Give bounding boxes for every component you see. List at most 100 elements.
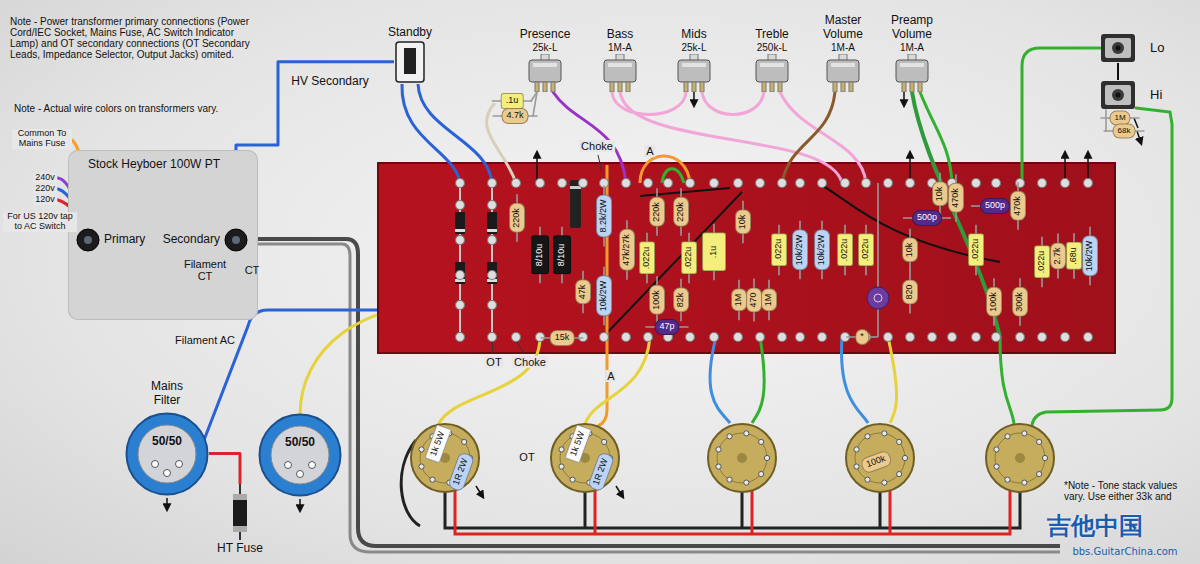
turret	[456, 236, 465, 245]
socket-center	[1015, 453, 1025, 463]
ht-fuse: HT Fuse	[215, 484, 265, 556]
component-lead	[561, 227, 563, 284]
socket-wires-part	[438, 337, 540, 425]
ground-arrows	[167, 92, 1140, 507]
tube-socket	[551, 424, 619, 492]
turret	[536, 333, 545, 342]
component-lead	[680, 188, 682, 236]
pot-shaft	[908, 54, 916, 61]
component-lead	[903, 217, 951, 219]
capacitor-top	[271, 426, 329, 484]
turret-board-part	[455, 229, 465, 232]
jack-hole	[1112, 89, 1124, 101]
turret	[884, 333, 893, 342]
wire-connector	[209, 454, 240, 484]
turret	[992, 179, 1001, 188]
resistor-value: 100k	[859, 449, 892, 474]
jack-core	[1116, 93, 1121, 98]
capacitor-can: 50/50	[258, 413, 342, 497]
turret	[796, 333, 805, 342]
socket-wires-part	[710, 337, 730, 423]
turret-board-part	[487, 262, 497, 284]
filament-cables-part	[204, 310, 378, 440]
capacitor-top	[138, 425, 196, 483]
pot-body	[674, 54, 714, 92]
ground-arrows-part	[476, 486, 481, 494]
pot-value: 1M-A	[900, 42, 924, 54]
ground-arrows-part	[1134, 118, 1138, 128]
socket-center	[440, 453, 450, 463]
component-lead	[799, 221, 801, 280]
tube-socket	[411, 424, 479, 492]
socket-pin	[727, 477, 732, 482]
pot-name: Preamp Volume	[881, 14, 943, 42]
socket-body	[411, 424, 479, 492]
capacitor-circle	[258, 413, 342, 497]
component-lead	[656, 276, 658, 324]
socket-pin	[897, 471, 902, 476]
pot-shaft	[839, 54, 847, 61]
turret	[756, 333, 765, 342]
input-jack: Lo	[1100, 33, 1164, 63]
capacitor-value: .022u	[1034, 246, 1050, 279]
component-lead	[768, 280, 770, 321]
filter-capacitor: Mains Filter50/50	[125, 380, 209, 496]
capacitor-terminal	[176, 460, 183, 467]
filament-ct-lead	[229, 253, 243, 301]
mica-cap-value: 47p	[654, 319, 679, 335]
component-lead	[844, 225, 846, 276]
pot-name: Master Volume	[812, 14, 874, 42]
component-lead	[738, 280, 740, 321]
terminal-label: Secondary	[163, 233, 220, 247]
turret	[456, 201, 465, 210]
mica-cap-value: 500p	[912, 210, 942, 226]
socket-pin	[854, 464, 859, 469]
socket-body	[846, 424, 914, 492]
turret-board-part	[378, 163, 1115, 353]
component-lead	[1104, 130, 1145, 132]
tube-sockets	[411, 424, 1054, 492]
turret	[579, 333, 588, 342]
socket-pin	[994, 447, 999, 452]
capacitor-value: 50/50	[125, 435, 209, 449]
jack-case	[1101, 34, 1135, 62]
resistor-value: 470k	[948, 183, 964, 213]
a-wires-part	[598, 165, 607, 426]
component-lead	[541, 337, 584, 339]
pot-wires-part	[780, 92, 866, 183]
fuse-label: HT Fuse	[217, 542, 263, 556]
socket-pin	[447, 431, 452, 436]
pot-lug	[902, 82, 906, 92]
pot-case	[604, 60, 636, 82]
component-lead	[909, 229, 911, 272]
turret	[1016, 179, 1025, 188]
pot-wires-part	[533, 92, 537, 116]
component-lead	[516, 194, 518, 242]
pot-lug	[762, 82, 766, 92]
terminal-label: Primary	[104, 233, 145, 247]
resistor-value: 47k	[575, 280, 591, 305]
socket-pin	[727, 434, 732, 439]
resistor-value: 220k	[649, 197, 665, 227]
resistor-value: 10k	[932, 182, 948, 207]
pot-lug	[618, 82, 622, 92]
pot-value: 250k-L	[757, 42, 788, 54]
socket-body	[708, 424, 776, 492]
component-lead	[1019, 278, 1021, 326]
component-lead	[865, 225, 867, 276]
socket-center	[580, 453, 590, 463]
resistor-value: 15k	[550, 330, 575, 346]
primary-leads-part	[58, 200, 90, 231]
primary-leads	[58, 140, 90, 231]
socket-pin	[902, 455, 907, 460]
pot-shaft	[690, 54, 698, 61]
pot-lug	[841, 82, 845, 92]
turret	[600, 333, 609, 342]
component-lead	[603, 185, 605, 246]
turret	[488, 333, 497, 342]
pot-case	[896, 60, 928, 82]
tube-socket	[986, 424, 1054, 492]
socket-wires-part	[842, 337, 868, 423]
